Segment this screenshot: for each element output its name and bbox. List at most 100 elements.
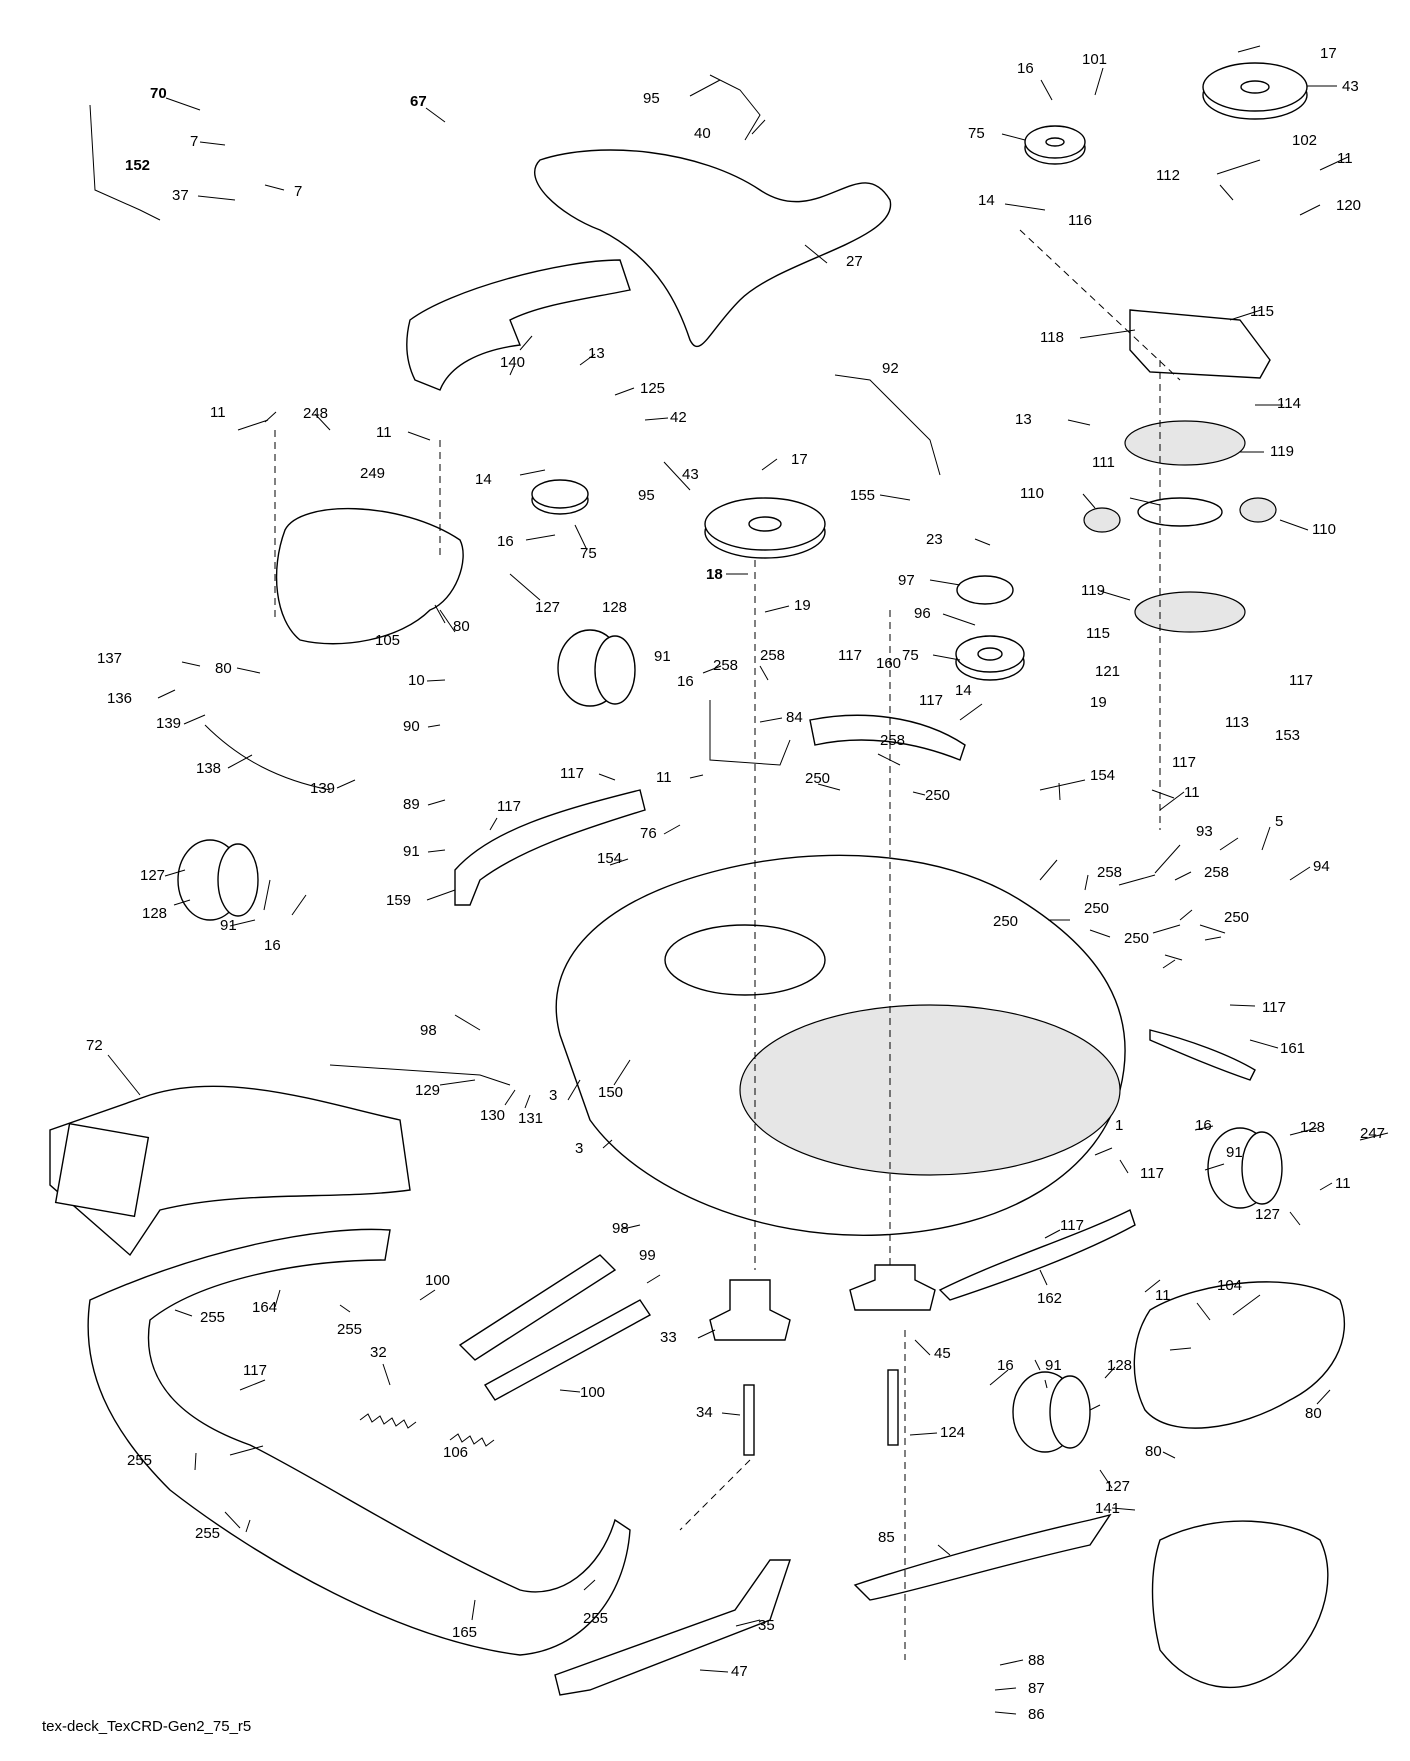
callout-117d: 117 (560, 765, 584, 782)
callout-72: 72 (86, 1037, 103, 1054)
wheel-128-right-mid (1207, 1127, 1283, 1209)
callout-16b: 16 (497, 533, 514, 550)
callout-250e: 250 (1124, 930, 1149, 947)
callout-250a: 250 (805, 770, 830, 787)
callout-86: 86 (1028, 1706, 1045, 1723)
callout-11b: 11 (210, 404, 226, 421)
callout-250f: 250 (1224, 909, 1249, 926)
callout-117i: 117 (1060, 1217, 1084, 1234)
callout-250b: 250 (925, 787, 950, 804)
callout-11e: 11 (1184, 784, 1200, 801)
hose-138 (204, 724, 331, 791)
callout-255a: 255 (200, 1309, 225, 1326)
callout-137: 137 (97, 650, 122, 667)
callout-127b: 127 (140, 867, 165, 884)
callout-33: 33 (660, 1329, 677, 1346)
callout-104: 104 (1217, 1277, 1242, 1294)
chute-opening (54, 1122, 150, 1218)
callout-141: 141 (1095, 1500, 1120, 1517)
callout-139b: 139 (310, 780, 335, 797)
wheel-128-left-bottom (177, 839, 259, 921)
callout-164: 164 (252, 1299, 277, 1316)
callout-40: 40 (694, 125, 711, 142)
idler-pulley-75-right (955, 635, 1025, 681)
callout-87: 87 (1028, 1680, 1045, 1697)
callout-127c: 127 (1255, 1206, 1280, 1223)
deck-right-bowl (739, 1004, 1121, 1176)
baffle-159 (454, 789, 646, 906)
callout-255d: 255 (195, 1525, 220, 1542)
callout-128a: 128 (602, 599, 627, 616)
callout-138: 138 (196, 760, 221, 777)
spring-32 (359, 1413, 417, 1429)
rod-92 (834, 374, 941, 476)
callout-75b: 75 (580, 545, 597, 562)
callout-27: 27 (846, 253, 863, 270)
callout-255b: 255 (337, 1321, 362, 1338)
callout-255e: 255 (583, 1610, 608, 1627)
callout-13a: 13 (1015, 411, 1032, 428)
callout-1: 1 (1115, 1117, 1123, 1134)
diagram-caption: tex-deck_TexCRD-Gen2_75_r5 (42, 1718, 252, 1735)
belt-shield (1151, 1520, 1329, 1689)
gasket-111 (1137, 497, 1223, 527)
callout-116: 116 (1068, 212, 1092, 229)
callout-80b: 80 (215, 660, 232, 677)
callout-11f: 11 (1335, 1175, 1351, 1192)
callout-leaders (107, 45, 1389, 1715)
belt-guard (406, 259, 631, 391)
callout-80d: 80 (1145, 1443, 1162, 1460)
callout-16a: 16 (1017, 60, 1034, 77)
callout-35: 35 (758, 1617, 775, 1634)
callout-93: 93 (1196, 823, 1213, 840)
callout-14b: 14 (475, 471, 492, 488)
callout-136: 136 (107, 690, 132, 707)
callout-94: 94 (1313, 858, 1330, 875)
callout-117h: 117 (1140, 1165, 1164, 1182)
shaft-34 (743, 1384, 755, 1456)
callout-128b: 128 (142, 905, 167, 922)
callout-19a: 19 (1090, 694, 1107, 711)
callout-127a: 127 (535, 599, 560, 616)
callout-75c: 75 (902, 647, 919, 664)
callout-247: 247 (1360, 1125, 1385, 1142)
parts-drawing (49, 62, 1345, 1696)
callout-3a: 3 (549, 1087, 557, 1104)
callout-80a: 80 (453, 618, 470, 635)
shaft-124 (887, 1369, 899, 1446)
callout-95a: 95 (643, 90, 660, 107)
callout-95b: 95 (638, 487, 655, 504)
callout-129: 129 (415, 1082, 440, 1099)
callout-89: 89 (403, 796, 420, 813)
callout-250d: 250 (1084, 900, 1109, 917)
callout-162: 162 (1037, 1290, 1062, 1307)
callout-117g: 117 (1262, 999, 1286, 1016)
pulley-43-center (704, 497, 826, 559)
callout-110b: 110 (1312, 521, 1336, 538)
callout-110a: 110 (1020, 485, 1044, 502)
callout-14c: 14 (955, 682, 972, 699)
deck-left-spindle-opening (664, 924, 826, 996)
callout-128d: 128 (1107, 1357, 1132, 1374)
callout-43b: 43 (682, 466, 699, 483)
flat-pulley-97 (956, 575, 1014, 605)
callout-14a: 14 (978, 192, 995, 209)
callout-labels: 70 67 7 7 152 37 95 40 27 140 16 101 17 … (86, 45, 1385, 1723)
callout-5: 5 (1275, 813, 1283, 830)
front-bumper (87, 1228, 631, 1656)
callout-153: 153 (1275, 727, 1300, 744)
callout-98a: 98 (420, 1022, 437, 1039)
callout-154b: 154 (1090, 767, 1115, 784)
callout-91b: 91 (403, 843, 420, 860)
spindle-33 (709, 1279, 791, 1341)
callout-102: 102 (1292, 132, 1317, 149)
cable-152 (89, 104, 161, 221)
callout-249: 249 (360, 465, 385, 482)
callout-124: 124 (940, 1424, 965, 1441)
callout-155: 155 (850, 487, 875, 504)
callout-19b: 19 (794, 597, 811, 614)
callout-255c: 255 (127, 1452, 152, 1469)
callout-125: 125 (640, 380, 665, 397)
callout-100a: 100 (425, 1272, 450, 1289)
